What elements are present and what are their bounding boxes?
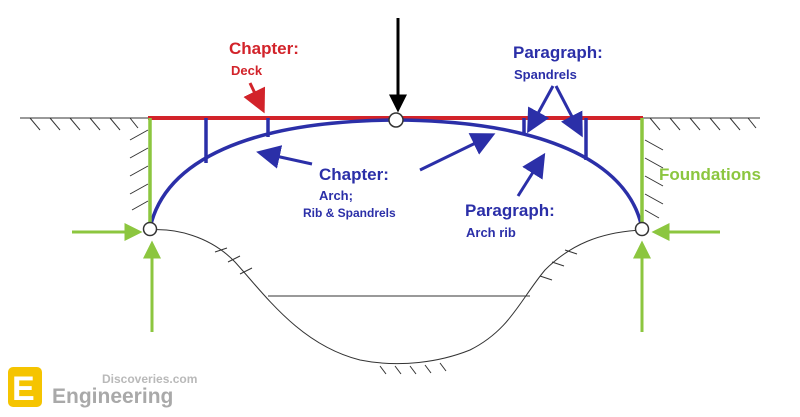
right-hinge	[634, 221, 650, 237]
archrib-sub: Arch rib	[466, 225, 516, 240]
svg-text:E: E	[12, 370, 35, 408]
arch-rib	[148, 118, 644, 229]
abutment-walls	[148, 118, 644, 222]
foundations-label: Foundations	[659, 165, 761, 184]
archrib-title: Paragraph:	[465, 201, 555, 220]
archrib-label-arrow	[516, 152, 546, 197]
arch-sub1: Arch;	[319, 188, 353, 203]
spandrels-sub: Spandrels	[514, 67, 577, 82]
spandrels-title: Paragraph:	[513, 43, 603, 62]
logo: E Discoveries.com Engineering	[8, 367, 197, 408]
deck-title: Chapter:	[229, 39, 299, 58]
valley-profile	[149, 229, 643, 375]
ground-surface	[20, 117, 760, 219]
deck-sub: Deck	[231, 63, 263, 78]
arch-sub2: Rib & Spandrels	[303, 206, 396, 220]
logo-top: Discoveries.com	[102, 372, 197, 386]
spandrel-columns	[204, 118, 588, 163]
crown-hinge	[388, 112, 404, 128]
arch-label-arrows	[256, 133, 496, 172]
foundation-arrows	[72, 223, 720, 332]
arch-title: Chapter:	[319, 165, 389, 184]
logo-bottom: Engineering	[52, 385, 173, 408]
logo-mark	[8, 367, 42, 407]
left-hinge	[142, 221, 158, 237]
deck-label-arrow	[243, 82, 266, 114]
spandrels-label-arrows	[527, 85, 583, 138]
